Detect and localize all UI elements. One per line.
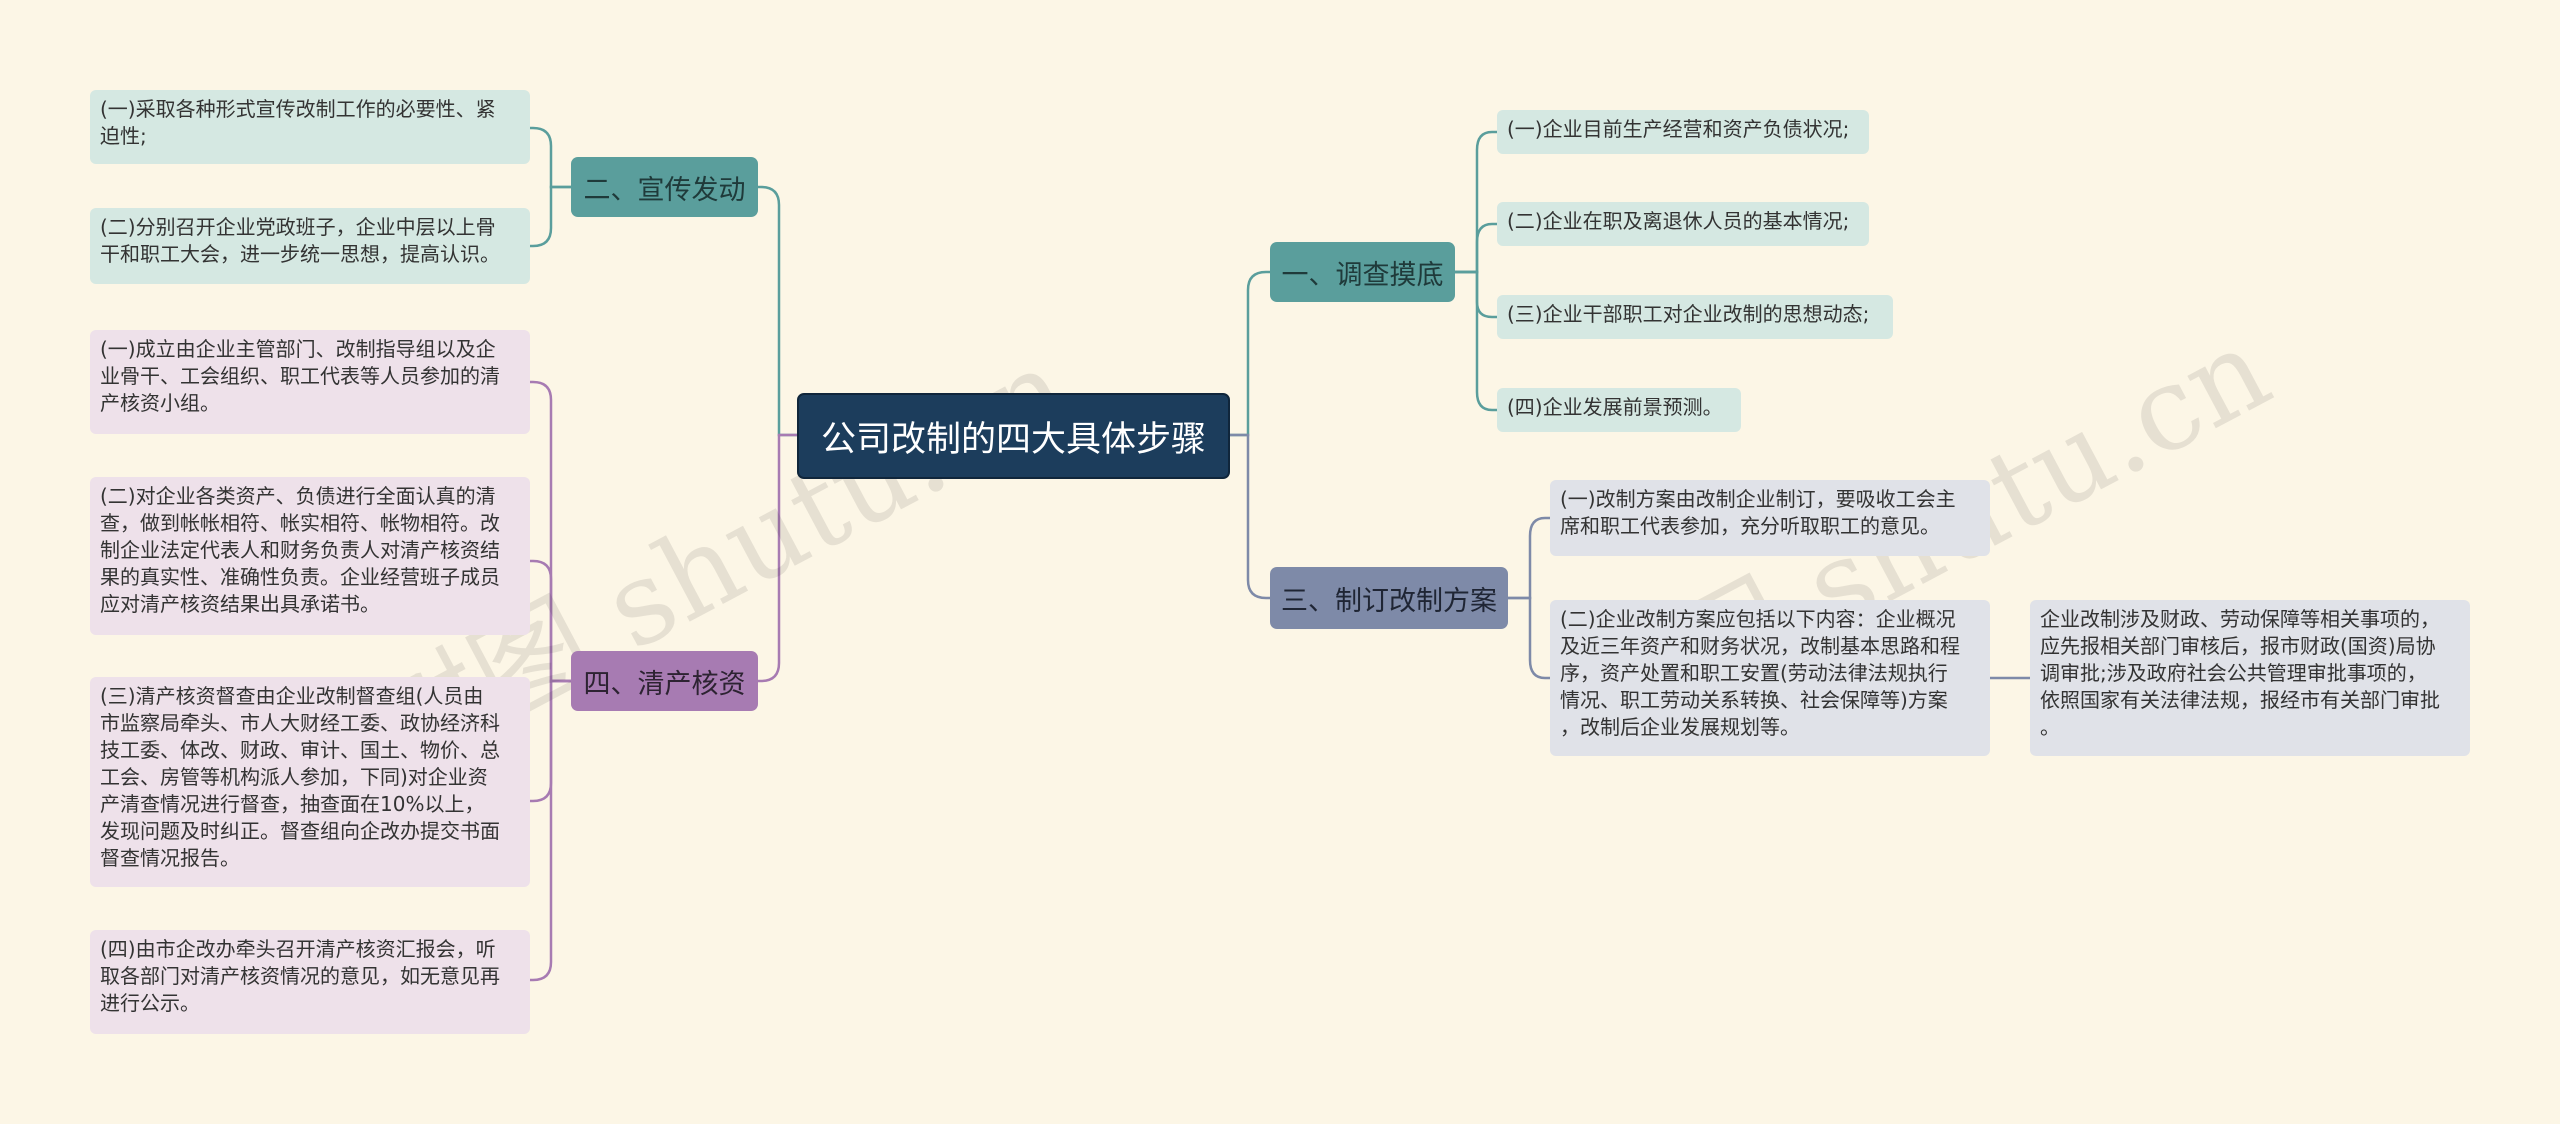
leaf-investigation-4[interactable]: (四)企业发展前景预测。 bbox=[1497, 388, 1741, 432]
leaf-plan-2-note[interactable]: 企业改制涉及财政、劳动保障等相关事项的， 应先报相关部门审核后，报市财政(国资)… bbox=[2030, 600, 2470, 756]
leaf-asset-check-3[interactable]: (三)清产核资督查由企业改制督查组(人员由 市监察局牵头、市人大财经工委、政协经… bbox=[90, 677, 530, 887]
leaf-investigation-3[interactable]: (三)企业干部职工对企业改制的思想动态; bbox=[1497, 295, 1893, 339]
leaf-publicity-1[interactable]: (一)采取各种形式宣传改制工作的必要性、紧 迫性; bbox=[90, 90, 530, 164]
leaf-investigation-1[interactable]: (一)企业目前生产经营和资产负债状况; bbox=[1497, 110, 1869, 154]
root-topic[interactable]: 公司改制的四大具体步骤 bbox=[797, 393, 1230, 479]
leaf-asset-check-4[interactable]: (四)由市企改办牵头召开清产核资汇报会，听 取各部门对清产核资情况的意见，如无意… bbox=[90, 930, 530, 1034]
branch-publicity[interactable]: 二、宣传发动 bbox=[571, 157, 758, 217]
leaf-asset-check-1[interactable]: (一)成立由企业主管部门、改制指导组以及企 业骨干、工会组织、职工代表等人员参加… bbox=[90, 330, 530, 434]
branch-investigation[interactable]: 一、调查摸底 bbox=[1270, 242, 1455, 302]
leaf-asset-check-2[interactable]: (二)对企业各类资产、负债进行全面认真的清 查，做到帐帐相符、帐实相符、帐物相符… bbox=[90, 477, 530, 635]
leaf-investigation-2[interactable]: (二)企业在职及离退休人员的基本情况; bbox=[1497, 202, 1869, 246]
leaf-plan-1[interactable]: (一)改制方案由改制企业制订，要吸收工会主 席和职工代表参加，充分听取职工的意见… bbox=[1550, 480, 1990, 556]
branch-plan[interactable]: 三、制订改制方案 bbox=[1270, 567, 1508, 629]
leaf-plan-2[interactable]: (二)企业改制方案应包括以下内容：企业概况 及近三年资产和财务状况，改制基本思路… bbox=[1550, 600, 1990, 756]
leaf-publicity-2[interactable]: (二)分别召开企业党政班子，企业中层以上骨 干和职工大会，进一步统一思想，提高认… bbox=[90, 208, 530, 284]
branch-asset-check[interactable]: 四、清产核资 bbox=[571, 651, 758, 711]
